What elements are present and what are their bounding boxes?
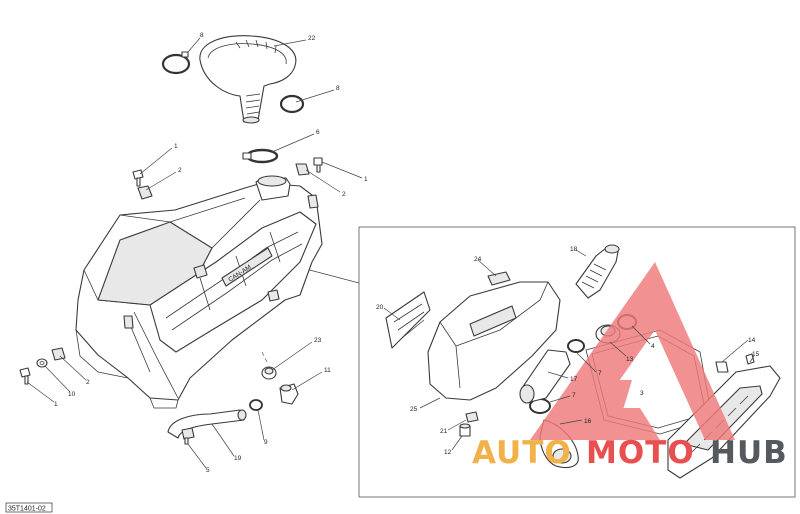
callout-1-lower: 1 — [54, 401, 58, 408]
callout-9: 9 — [264, 439, 268, 446]
callout-15: 15 — [752, 351, 760, 358]
hose-clamp-top — [161, 51, 191, 75]
hose-clip — [181, 427, 195, 445]
clamp-7-upper — [567, 339, 585, 353]
callout-16: 16 — [584, 418, 592, 425]
washer — [36, 358, 48, 368]
reference-code: 35T1401-02 — [8, 506, 46, 513]
small-clamp — [249, 399, 263, 411]
inner-housing — [427, 281, 561, 401]
callout-1-top-right: 1 — [364, 176, 368, 183]
inset-connector-line — [301, 267, 360, 284]
leader-lines — [26, 37, 755, 469]
clip-right — [295, 163, 310, 176]
drain-hose — [167, 409, 247, 439]
callout-3: 3 — [640, 390, 644, 397]
callout-20: 20 — [376, 304, 384, 311]
hose-clamp-right — [279, 94, 305, 114]
hose-clamp-21 — [465, 411, 479, 423]
callout-13: 13 — [626, 356, 634, 363]
clip-left — [137, 185, 153, 200]
callout-2-lower: 2 — [86, 379, 90, 386]
callout-22: 22 — [308, 35, 316, 42]
drain-valve — [279, 383, 299, 405]
callout-4: 4 — [651, 343, 655, 350]
callout-6: 6 — [316, 129, 320, 136]
callout-2-top-left: 2 — [178, 167, 182, 174]
callout-14: 14 — [748, 337, 756, 344]
screw-right — [313, 157, 323, 173]
assembly-dash-grommet — [261, 351, 269, 365]
flex-hose — [575, 244, 620, 299]
callout-10: 10 — [68, 391, 76, 398]
detail-inset-frame — [358, 226, 796, 498]
callout-12: 12 — [444, 449, 452, 456]
callout-1-top-left: 1 — [174, 143, 178, 150]
callout-18: 18 — [570, 246, 578, 253]
brand-watermark-logo — [530, 262, 735, 440]
callout-8-top: 8 — [200, 32, 204, 39]
intake-boot — [519, 349, 571, 404]
plug-12 — [459, 423, 471, 437]
callout-25: 25 — [410, 406, 418, 413]
foam-pad — [385, 291, 431, 349]
reference-code-box — [5, 502, 53, 513]
callout-11: 11 — [324, 367, 331, 374]
callout-17: 17 — [570, 376, 578, 383]
callout-7-lower: 7 — [572, 392, 576, 399]
band-clamp — [242, 148, 279, 164]
watermark-triangle — [530, 262, 735, 440]
callout-19: 19 — [234, 455, 242, 462]
callout-2-top-right: 2 — [342, 191, 346, 198]
watermark-moto: MOTO — [586, 435, 695, 471]
spring-clip — [715, 353, 755, 373]
watermark-triangle-inner — [566, 380, 648, 440]
watermark-auto: AUTO — [472, 435, 572, 471]
callout-8-right: 8 — [336, 85, 340, 92]
intake-duct — [199, 35, 297, 124]
watermark-hub: HUB — [710, 435, 788, 471]
callout-21: 21 — [440, 428, 448, 435]
callout-24: 24 — [474, 256, 482, 263]
screw-lower — [19, 367, 31, 385]
callout-23: 23 — [314, 337, 322, 344]
callout-5: 5 — [206, 467, 210, 474]
retainer-clip — [487, 271, 511, 286]
callout-7-upper: 7 — [598, 370, 602, 377]
screw-left — [132, 169, 144, 187]
clip-lower — [51, 347, 66, 361]
airbox-housing: CAN-AM — [75, 175, 323, 409]
